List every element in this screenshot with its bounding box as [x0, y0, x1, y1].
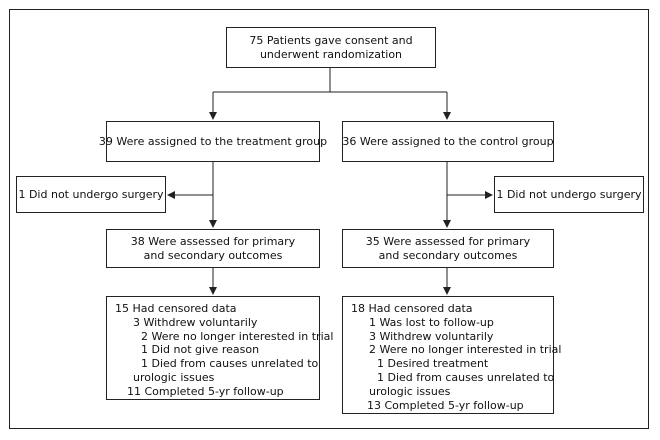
control-group-box: 36 Were assigned to the control group [342, 121, 554, 162]
treatment-outcome-line: 11 Completed 5-yr follow-up [127, 384, 284, 398]
control-excluded-label: 1 Did not undergo surgery [496, 187, 642, 201]
randomization-line-1: 75 Patients gave consent and [249, 34, 413, 47]
treatment-outcome-line: 1 Died from causes unrelated to [141, 357, 319, 371]
treatment-outcome-line: 3 Withdrew voluntarily [133, 315, 258, 329]
control-outcome-line: 1 Was lost to follow-up [369, 315, 494, 329]
treatment-group-label: 39 Were assigned to the treatment group [98, 134, 328, 148]
treatment-outcome-line: 2 Were no longer interested in trial [141, 329, 334, 343]
control-outcome-line: 1 Desired treatment [377, 357, 489, 371]
treatment-outcomes-box: 15 Had censored data 3 Withdrew voluntar… [106, 296, 334, 400]
treatment-excluded-label: 1 Did not undergo surgery [18, 187, 164, 201]
treatment-assessed-box: 38 Were assessed for primary and seconda… [106, 229, 320, 268]
control-outcome-line: 1 Died from causes unrelated to [377, 370, 555, 384]
control-excluded-box: 1 Did not undergo surgery [494, 176, 644, 213]
treatment-outcome-line: urologic issues [133, 370, 215, 384]
treatment-assessed-line-1: 38 Were assessed for primary [130, 235, 296, 248]
control-outcome-line: urologic issues [369, 384, 451, 398]
randomization-box: 75 Patients gave consent and underwent r… [226, 27, 436, 68]
control-outcome-line: 13 Completed 5-yr follow-up [367, 398, 524, 412]
control-assessed-line-2: and secondary outcomes [378, 248, 518, 262]
control-group-label: 36 Were assigned to the control group [342, 134, 554, 148]
control-assessed-line-1: 35 Were assessed for primary [365, 235, 531, 248]
control-outcomes-box: 18 Had censored data 1 Was lost to follo… [342, 296, 562, 414]
treatment-assessed-line-2: and secondary outcomes [143, 248, 283, 262]
control-outcome-line: 3 Withdrew voluntarily [369, 329, 494, 343]
treatment-group-box: 39 Were assigned to the treatment group [99, 121, 327, 162]
control-outcome-line: 2 Were no longer interested in trial [369, 343, 562, 357]
treatment-excluded-box: 1 Did not undergo surgery [16, 176, 166, 213]
diagram-frame [9, 9, 649, 429]
treatment-outcome-line: 15 Had censored data [115, 302, 237, 315]
treatment-outcome-line: 1 Did not give reason [141, 343, 260, 357]
randomization-line-2: underwent randomization [259, 47, 403, 61]
control-assessed-box: 35 Were assessed for primary and seconda… [342, 229, 554, 268]
control-outcome-line: 18 Had censored data [351, 302, 473, 315]
